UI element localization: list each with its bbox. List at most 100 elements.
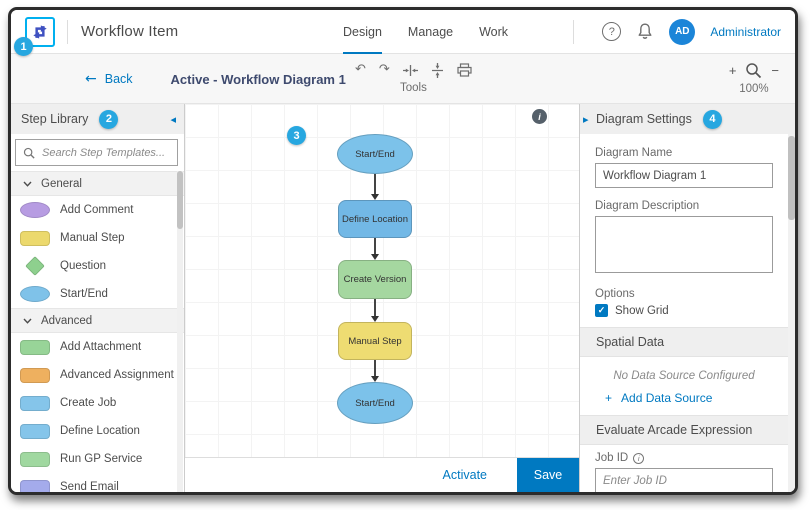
connector-arrow <box>371 174 378 200</box>
connector-arrow <box>371 238 378 260</box>
diagram-settings-panel: ▸ Diagram Settings 4 Diagram Name Diagra… <box>579 104 795 492</box>
main-tabs: Design Manage Work <box>343 10 508 54</box>
job-id-info-icon[interactable]: i <box>633 452 645 464</box>
node-start-end-top[interactable]: Start/End <box>337 134 413 174</box>
app-window: Workflow Item Design Manage Work ? AD Ad… <box>8 7 798 495</box>
step-library-header: Step Library 2 ◂ <box>11 104 184 134</box>
step-item-add-attachment[interactable]: Add Attachment <box>11 333 184 361</box>
rect-shape-icon <box>20 230 50 246</box>
callout-badge-2: 2 <box>99 109 119 129</box>
chevron-down-icon <box>23 181 32 187</box>
rect-shape-icon <box>20 451 50 467</box>
collapse-right-panel-icon[interactable]: ▸ <box>583 113 589 126</box>
collapse-left-panel-icon[interactable]: ◂ <box>170 112 176 126</box>
step-library-panel: Step Library 2 ◂ General <box>11 104 185 492</box>
diagram-name-label: Diagram Name <box>595 147 673 159</box>
canvas-info-icon[interactable]: i <box>532 109 547 124</box>
rect-shape-icon <box>20 479 50 492</box>
callout-badge-4: 4 <box>702 109 722 129</box>
header-divider <box>573 19 575 44</box>
zoom-controls: + − 100% <box>729 62 779 95</box>
options-label: Options <box>595 288 635 300</box>
tab-design[interactable]: Design <box>343 10 382 54</box>
step-item-send-email[interactable]: Send Email <box>11 473 184 492</box>
job-id-input[interactable] <box>595 468 773 492</box>
diagram-description-label: Diagram Description <box>595 200 700 212</box>
arcade-section-header: Evaluate Arcade Expression <box>580 415 795 445</box>
node-manual-step[interactable]: Manual Step <box>338 322 412 360</box>
step-item-run-gp-service[interactable]: Run GP Service <box>11 445 184 473</box>
step-item-create-job[interactable]: Create Job <box>11 389 184 417</box>
add-data-source-link[interactable]: + Add Data Source <box>605 391 713 405</box>
diagram-settings-header: Diagram Settings 4 <box>580 104 795 134</box>
rect-shape-icon <box>20 339 50 355</box>
zoom-level: 100% <box>739 83 769 95</box>
step-template-list: General Add Comment Manual Step Question… <box>11 171 184 492</box>
diagram-name-input[interactable] <box>595 163 773 188</box>
connector-arrow <box>371 299 378 322</box>
user-name[interactable]: Administrator <box>710 24 781 39</box>
zoom-out-icon[interactable]: − <box>771 63 779 78</box>
step-item-manual-step[interactable]: Manual Step <box>11 224 184 252</box>
avatar[interactable]: AD <box>669 18 696 45</box>
node-start-end-bottom[interactable]: Start/End <box>337 382 413 424</box>
print-icon[interactable] <box>457 63 472 77</box>
scrollbar-thumb[interactable] <box>788 136 795 220</box>
scrollbar-track[interactable] <box>788 134 795 492</box>
step-item-add-comment[interactable]: Add Comment <box>11 196 184 224</box>
tab-manage[interactable]: Manage <box>407 25 454 39</box>
notifications-bell-icon[interactable] <box>636 22 654 41</box>
callout-badge-3: 3 <box>287 126 306 145</box>
app-header: Workflow Item Design Manage Work ? AD Ad… <box>11 10 795 54</box>
diagram-description-textarea[interactable] <box>595 216 773 273</box>
diagram-settings-body: Diagram Name Diagram Description Options… <box>580 134 795 492</box>
chevron-down-icon <box>23 318 32 324</box>
diagram-status-title: Active - Workflow Diagram 1 <box>170 71 346 87</box>
section-advanced[interactable]: Advanced <box>11 308 184 333</box>
redo-icon[interactable]: ↷ <box>378 62 390 77</box>
diagram-toolbar: ← Back Active - Workflow Diagram 1 ↶ ↷ <box>11 54 795 104</box>
back-navigation: ← Back Active - Workflow Diagram 1 <box>85 54 346 104</box>
distribute-vertical-icon[interactable] <box>431 62 444 78</box>
node-define-location[interactable]: Define Location <box>338 200 412 238</box>
scrollbar-thumb[interactable] <box>177 171 183 229</box>
tools-label: Tools <box>399 82 427 94</box>
back-arrow-icon[interactable]: ← <box>85 71 97 87</box>
diagram-canvas[interactable]: 3 i Start/End Define Location Create Ver… <box>185 104 579 457</box>
activate-link[interactable]: Activate <box>442 468 487 482</box>
help-icon[interactable]: ? <box>602 22 622 41</box>
magnifier-icon[interactable] <box>745 62 762 79</box>
distribute-horizontal-icon[interactable] <box>402 64 418 77</box>
plus-icon: + <box>605 391 613 405</box>
step-item-start-end[interactable]: Start/End <box>11 280 184 308</box>
ellipse-shape-icon <box>20 286 50 302</box>
show-grid-checkbox[interactable] <box>595 304 608 317</box>
show-grid-label: Show Grid <box>615 304 669 317</box>
canvas-column: 3 i Start/End Define Location Create Ver… <box>185 104 579 492</box>
spatial-data-section-header: Spatial Data <box>580 327 795 357</box>
scrollbar-track[interactable] <box>177 171 183 492</box>
search-icon <box>23 147 35 159</box>
job-id-label: Job ID i <box>595 452 773 464</box>
step-item-advanced-assignment[interactable]: Advanced Assignment <box>11 361 184 389</box>
zoom-in-icon[interactable]: + <box>728 63 737 78</box>
node-create-version[interactable]: Create Version <box>338 260 412 299</box>
tab-work[interactable]: Work <box>479 25 509 39</box>
header-right-cluster: ? AD Administrator <box>573 18 781 45</box>
connector-arrow <box>371 360 378 382</box>
step-item-define-location[interactable]: Define Location <box>11 417 184 445</box>
undo-icon[interactable]: ↶ <box>355 62 366 77</box>
action-bar: Activate Save <box>185 457 579 492</box>
show-grid-option: Show Grid <box>595 304 773 317</box>
zoom-icons: + − <box>729 62 779 79</box>
step-item-question[interactable]: Question <box>11 252 184 280</box>
search-input[interactable] <box>42 146 170 159</box>
tools-icons: ↶ ↷ <box>355 62 472 78</box>
back-link[interactable]: Back <box>104 72 133 86</box>
save-button[interactable]: Save <box>517 458 579 492</box>
ellipse-shape-icon <box>20 202 50 218</box>
callout-badge-1: 1 <box>14 37 33 56</box>
diamond-shape-icon <box>25 256 45 276</box>
page-title: Workflow Item <box>81 23 179 40</box>
section-general[interactable]: General <box>11 171 184 196</box>
